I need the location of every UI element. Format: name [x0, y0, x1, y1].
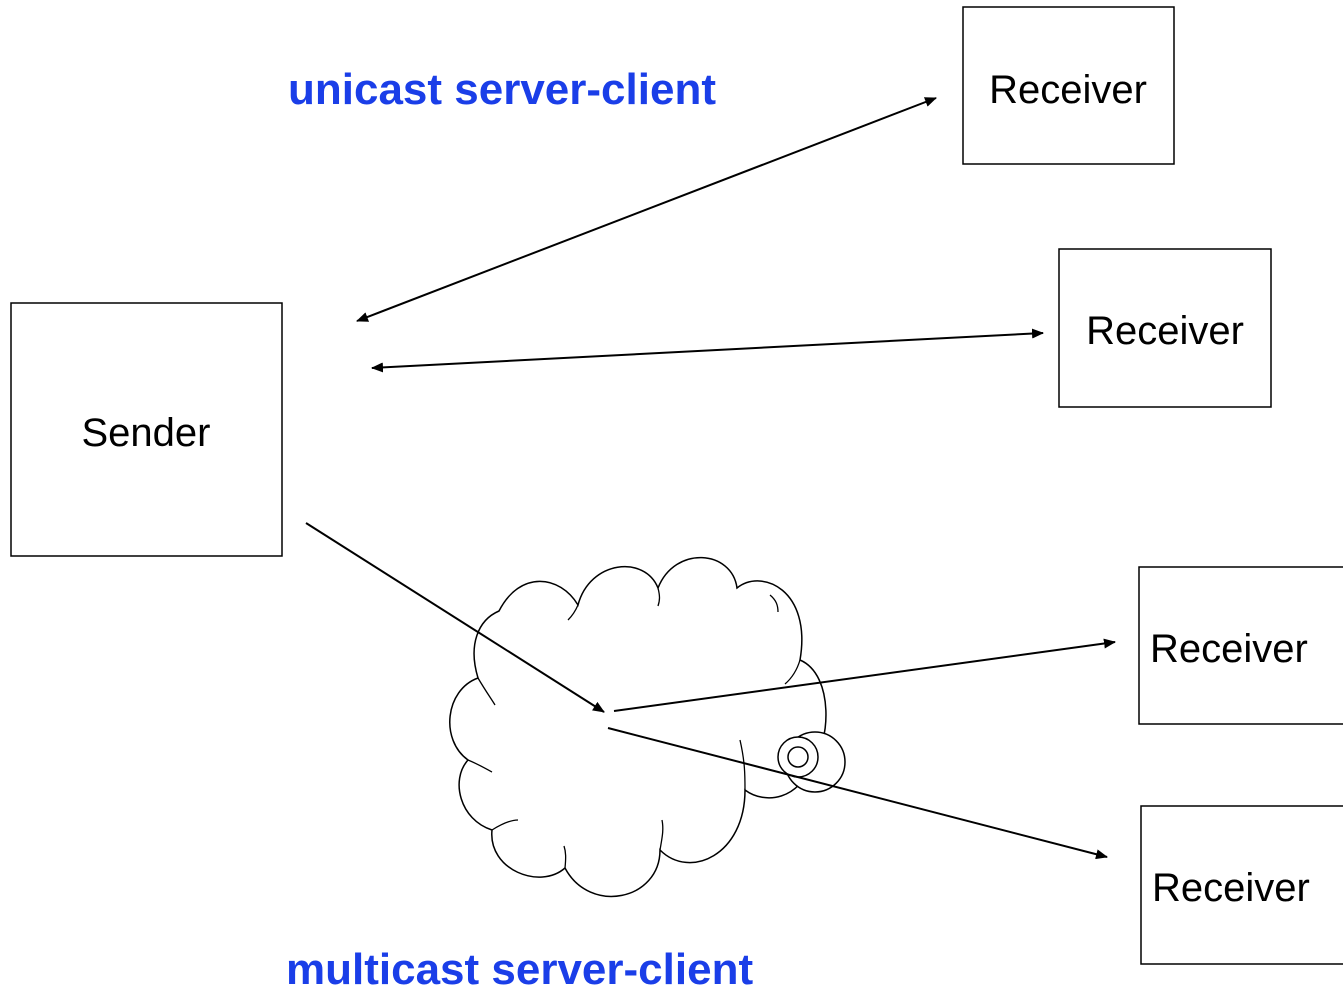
- receiver-label-2: Receiver: [1086, 309, 1244, 353]
- multicast-link-receiver-3: [613, 638, 1116, 712]
- receiver-label-3: Receiver: [1150, 627, 1308, 671]
- sender-node: Sender: [10, 302, 283, 557]
- network-cloud-icon: [449, 556, 846, 898]
- sender-label: Sender: [82, 411, 211, 455]
- receiver-label-4: Receiver: [1152, 866, 1310, 910]
- multicast-heading: multicast server-client: [286, 945, 753, 993]
- multicast-link-sender-cloud: [305, 522, 605, 713]
- multicast-link-receiver-4: [607, 727, 1108, 860]
- unicast-heading: unicast server-client: [288, 65, 716, 114]
- receiver-label-1: Receiver: [989, 68, 1147, 112]
- receiver-node-4: Receiver: [1140, 805, 1343, 965]
- receiver-node-1: Receiver: [962, 6, 1175, 165]
- receiver-node-3: Receiver: [1138, 566, 1343, 725]
- unicast-link-receiver-1: [356, 97, 937, 322]
- receiver-node-2: Receiver: [1058, 248, 1272, 408]
- unicast-link-receiver-2: [371, 328, 1044, 373]
